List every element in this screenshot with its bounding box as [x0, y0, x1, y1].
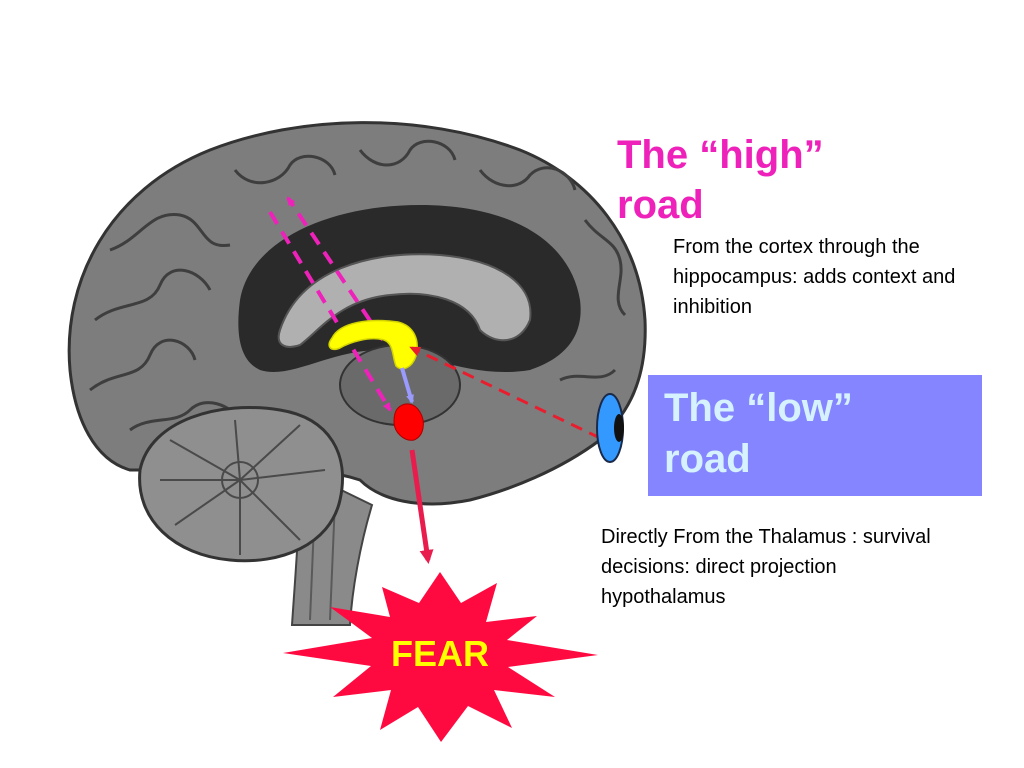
high-road-path-descending — [268, 210, 392, 412]
high-road-path-ascending — [286, 196, 385, 342]
low-road-path — [409, 346, 601, 440]
hippocampus-shape — [328, 319, 418, 370]
low-road-box: The “low” road — [648, 375, 982, 496]
cerebellum-folia — [160, 419, 326, 555]
eye-icon — [596, 393, 624, 463]
hippocampus-amygdala-connector — [400, 367, 414, 404]
high-road-description: From the cortex through the hippocampus:… — [673, 236, 956, 318]
amygdala-shape — [393, 403, 424, 441]
fear-burst — [283, 572, 598, 742]
brain-illustration — [67, 121, 647, 626]
low-road-title: The “low” road — [664, 386, 853, 481]
high-road-title: The “high” road — [617, 133, 824, 227]
fear-label: FEAR — [391, 633, 489, 674]
low-road-description: Directly From the Thalamus : survival de… — [601, 526, 931, 608]
cerebellum — [138, 406, 344, 563]
gyri — [89, 139, 627, 432]
amygdala-fear-arrow — [409, 449, 434, 564]
